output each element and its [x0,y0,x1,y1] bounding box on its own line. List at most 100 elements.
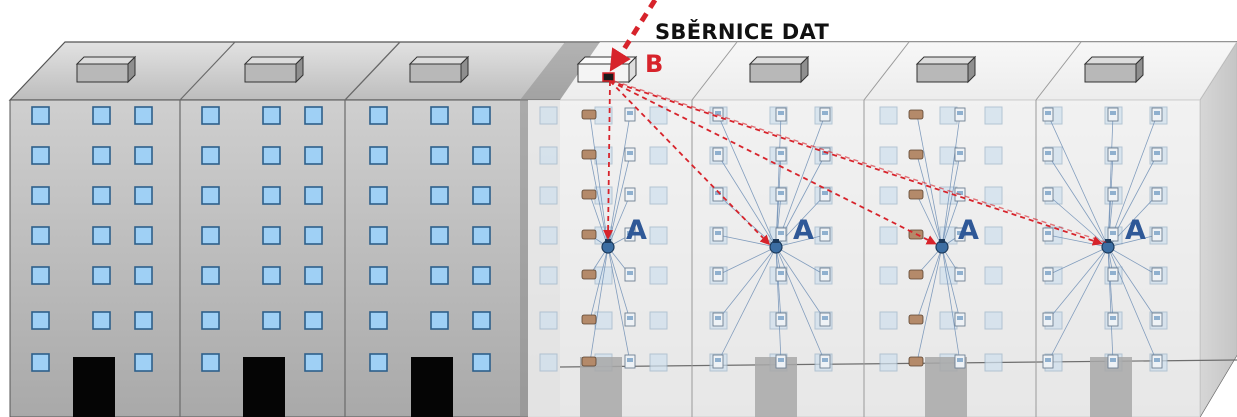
window-faded [879,226,898,245]
network-link [1107,246,1158,276]
roof-divider [1035,41,1082,101]
window-faded [879,311,898,330]
roof-box-top [1083,56,1145,65]
sensor-display [1110,191,1116,195]
roof-box [244,63,297,83]
window [201,146,220,165]
window-faded [539,186,558,205]
network-link [775,246,826,276]
roof-divider [863,41,910,101]
window [134,353,153,372]
window [92,311,111,330]
window [369,226,388,245]
window [134,311,153,330]
sensor-display [778,358,784,362]
window-faded [649,106,668,125]
window [201,106,220,125]
network-link [1047,246,1109,276]
window-faded [939,106,958,125]
window-faded [984,146,1003,165]
sensor-display [715,151,721,155]
window-faded [879,106,898,125]
node-label-3: A [958,215,979,246]
sensor-display [627,111,633,115]
window [134,186,153,205]
roof-box-side [1135,55,1144,84]
sensor-display [1045,271,1051,275]
window [134,226,153,245]
sensor-display [778,231,784,235]
window [92,146,111,165]
window [430,266,449,285]
bus-arrow-secondary [613,80,1109,244]
window [31,311,50,330]
bus-arrow [609,80,771,246]
sensor-display [1045,231,1051,235]
window-faded [879,266,898,285]
window [201,311,220,330]
sensor-display [627,358,633,362]
roof-box-top [408,56,470,65]
sensor-display [822,271,828,275]
network-link [941,154,961,248]
devices [581,107,1163,369]
network-link [717,246,777,321]
sensor-display [627,231,633,235]
window [31,226,50,245]
network-link [775,114,826,248]
window [430,226,449,245]
sensor-display [957,271,963,275]
window [369,186,388,205]
sensor-display [1045,191,1051,195]
window [31,353,50,372]
hub-antenna [939,239,945,243]
roof-box-top [576,56,638,65]
window-faded [984,106,1003,125]
sensor-display [957,191,963,195]
roof-box-side [127,55,136,84]
window [369,353,388,372]
door [73,357,115,417]
sensor-display [715,358,721,362]
window [262,106,281,125]
network-link [916,246,943,321]
door-faded [580,357,622,417]
window [31,266,50,285]
network-link [717,246,777,363]
window [304,186,323,205]
sensor-display [778,316,784,320]
window [92,106,111,125]
sensor-display [1154,151,1160,155]
window [134,266,153,285]
sensor-display [822,358,828,362]
sensor-display [1154,191,1160,195]
network-link [916,114,943,248]
window [472,106,491,125]
sensor-display [957,231,963,235]
bus-node-label: B [645,50,664,78]
window [472,226,491,245]
meter-device [581,149,597,160]
window-faded [539,106,558,125]
meter-device [581,229,597,240]
diagram-title: SBĚRNICE DAT [655,20,830,44]
window-faded [879,146,898,165]
meter-device [908,149,924,160]
window-faded [539,146,558,165]
sensor-display [822,231,828,235]
window [304,353,323,372]
sensor-display [778,191,784,195]
meter-device [581,356,597,367]
meter-device [908,269,924,280]
side-overlay [1200,42,1237,417]
network-links [589,114,1158,363]
network-link [775,234,826,248]
meter-device [581,269,597,280]
window-faded [649,146,668,165]
meter-device [908,356,924,367]
window [430,146,449,165]
sensor-display [627,271,633,275]
window [201,226,220,245]
window [262,186,281,205]
